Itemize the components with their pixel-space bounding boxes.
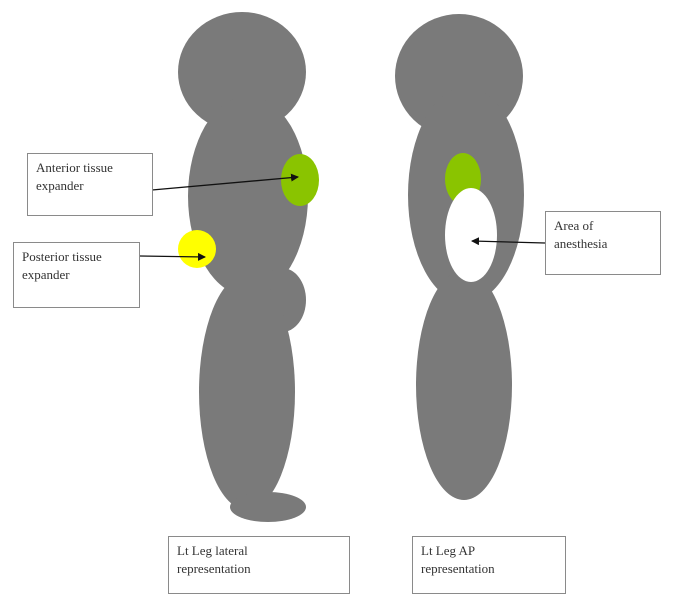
- lateral-caption-line1: Lt Leg lateral: [177, 542, 341, 560]
- anterior-label-line2: expander: [36, 177, 144, 195]
- anterior-tissue-expander-label: Anterior tissue expander: [27, 153, 153, 216]
- posterior-label-line2: expander: [22, 266, 131, 284]
- ap-lower-leg: [416, 270, 512, 500]
- posterior-tissue-expander-label: Posterior tissue expander: [13, 242, 140, 308]
- area-of-anesthesia-label: Area of anesthesia: [545, 211, 661, 275]
- ap-caption-line1: Lt Leg AP: [421, 542, 557, 560]
- anesthesia-label-line2: anesthesia: [554, 235, 652, 253]
- lateral-foot: [230, 492, 306, 522]
- area-of-anesthesia: [445, 188, 497, 282]
- anterior-label-line1: Anterior tissue: [36, 159, 144, 177]
- lateral-leg-figure: [178, 12, 319, 522]
- ap-representation-caption: Lt Leg AP representation: [412, 536, 566, 594]
- ap-leg-figure: [395, 14, 524, 500]
- lateral-caption-line2: representation: [177, 560, 341, 578]
- anesthesia-label-line1: Area of: [554, 217, 652, 235]
- anterior-tissue-expander: [281, 154, 319, 206]
- lateral-lower-leg: [199, 274, 295, 510]
- posterior-tissue-expander: [178, 230, 216, 268]
- posterior-label-line1: Posterior tissue: [22, 248, 131, 266]
- lateral-representation-caption: Lt Leg lateral representation: [168, 536, 350, 594]
- ap-caption-line2: representation: [421, 560, 557, 578]
